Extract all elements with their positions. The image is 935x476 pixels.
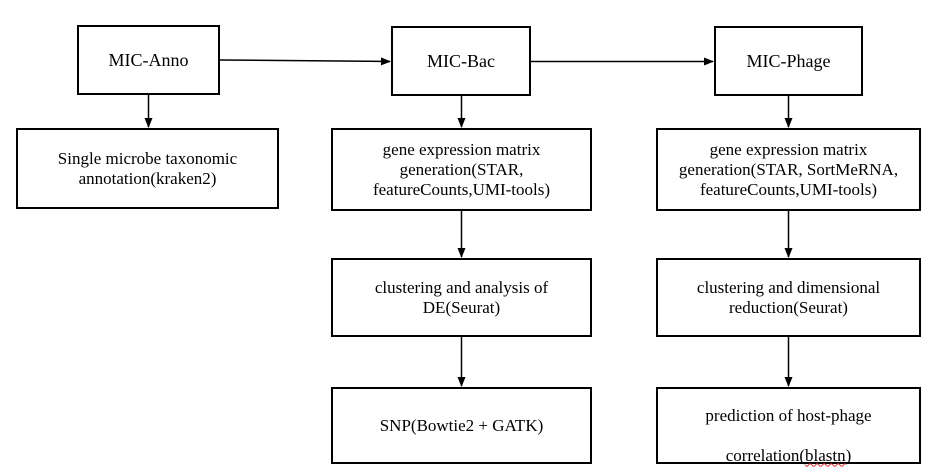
node-mic-bac-label: MIC-Bac xyxy=(427,51,495,71)
node-phage-clustering: clustering and dimensional reduction(Seu… xyxy=(656,258,921,337)
node-taxonomic-annotation: Single microbe taxonomic annotation(krak… xyxy=(16,128,279,209)
node-bac-gene-expression: gene expression matrix generation(STAR, … xyxy=(331,128,592,211)
node-bac-snp-label: SNP(Bowtie2 + GATK) xyxy=(379,415,544,435)
node-bac-gene-expression-label: gene expression matrix generation(STAR, … xyxy=(372,139,551,199)
node-bac-clustering: clustering and analysis of DE(Seurat) xyxy=(331,258,592,337)
node-taxonomic-annotation-label: Single microbe taxonomic annotation(krak… xyxy=(57,148,238,188)
node-mic-bac: MIC-Bac xyxy=(391,26,531,96)
spellcheck-underlined-word: blastn xyxy=(805,445,846,465)
node-phage-prediction-line2-suffix: ) xyxy=(845,445,852,465)
node-mic-anno: MIC-Anno xyxy=(77,25,220,95)
node-bac-clustering-label: clustering and analysis of DE(Seurat) xyxy=(374,277,549,317)
node-phage-prediction-line2-prefix: correlation( xyxy=(725,445,805,465)
node-mic-phage: MIC-Phage xyxy=(714,26,863,96)
node-mic-anno-label: MIC-Anno xyxy=(108,50,189,70)
node-phage-gene-expression: gene expression matrix generation(STAR, … xyxy=(656,128,921,211)
node-phage-prediction: prediction of host-phage correlation(bla… xyxy=(656,386,921,466)
node-phage-prediction-label: prediction of host-phage correlation(bla… xyxy=(705,386,871,466)
arrow-anno-to-bac xyxy=(219,57,391,66)
node-mic-phage-label: MIC-Phage xyxy=(746,51,831,71)
node-phage-prediction-line1: prediction of host-phage xyxy=(705,405,872,425)
node-phage-clustering-label: clustering and dimensional reduction(Seu… xyxy=(696,277,881,317)
node-bac-snp: SNP(Bowtie2 + GATK) xyxy=(331,387,592,464)
node-phage-gene-expression-label: gene expression matrix generation(STAR, … xyxy=(678,139,899,199)
